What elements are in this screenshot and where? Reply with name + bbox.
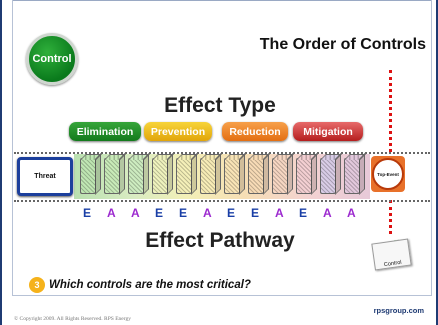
right-guide-line xyxy=(431,0,432,295)
footer-url: rpsgroup.com xyxy=(373,306,424,315)
reduction-pill: Reduction xyxy=(222,122,288,141)
mitigation-label: Mitigation xyxy=(303,125,353,138)
top-event-box: Top-Event xyxy=(371,156,405,192)
effect-letter: A xyxy=(323,206,332,220)
question-text: Which controls are the most critical? xyxy=(49,279,251,291)
effect-letter: A xyxy=(107,206,116,220)
dotted-vertical-line xyxy=(389,70,392,152)
barrier-block xyxy=(344,158,360,194)
frame-right-border xyxy=(436,0,438,325)
top-event-circle: Top-Event xyxy=(372,158,404,190)
effect-pathway-heading: Effect Pathway xyxy=(145,229,295,252)
effect-letter: E xyxy=(299,206,308,220)
effect-letter: A xyxy=(203,206,212,220)
effect-letter: E xyxy=(179,206,188,220)
barrier-block xyxy=(176,158,192,194)
effect-letter: E xyxy=(83,206,92,220)
effect-letter: A xyxy=(131,206,140,220)
dotted-band-top xyxy=(14,152,430,154)
frame-left-border xyxy=(0,0,2,325)
barrier-block xyxy=(128,158,144,194)
effect-letter: E xyxy=(155,206,164,220)
prevention-pill: Prevention xyxy=(144,122,212,141)
dotted-vertical-line-lower xyxy=(389,200,392,234)
control-card: Control xyxy=(371,238,412,271)
barrier-block xyxy=(320,158,336,194)
effect-letter: A xyxy=(275,206,284,220)
mitigation-pill: Mitigation xyxy=(293,122,363,141)
barrier-block xyxy=(224,158,240,194)
threat-label: Threat xyxy=(34,173,56,180)
barrier-block xyxy=(296,158,312,194)
prevention-label: Prevention xyxy=(150,125,206,138)
top-event-label: Top-Event xyxy=(377,171,399,177)
dotted-band-bottom xyxy=(14,200,430,202)
effect-letter: A xyxy=(347,206,356,220)
top-border-line xyxy=(12,0,432,1)
effect-letter: E xyxy=(227,206,236,220)
barrier-block xyxy=(200,158,216,194)
threat-box: Threat xyxy=(17,157,73,196)
effect-type-heading: Effect Type xyxy=(164,94,276,117)
control-card-label: Control xyxy=(383,259,403,269)
elimination-pill: Elimination xyxy=(69,122,141,141)
barrier-block xyxy=(104,158,120,194)
barrier-block xyxy=(80,158,96,194)
barrier-block xyxy=(248,158,264,194)
question-number: 3 xyxy=(34,280,40,290)
reduction-label: Reduction xyxy=(229,125,281,138)
left-guide-line xyxy=(12,0,13,295)
control-badge-label: Control xyxy=(32,53,72,65)
slide-title: The Order of Controls xyxy=(259,36,426,53)
question-number-badge: 3 xyxy=(29,277,45,293)
copyright-text: © Copyright 2009. All Rights Reserved. R… xyxy=(14,316,131,322)
control-badge: Control xyxy=(26,33,78,85)
elimination-label: Elimination xyxy=(76,125,134,138)
barrier-block xyxy=(152,158,168,194)
bottom-border-line xyxy=(12,295,432,296)
effect-letter: E xyxy=(251,206,260,220)
barrier-block xyxy=(272,158,288,194)
